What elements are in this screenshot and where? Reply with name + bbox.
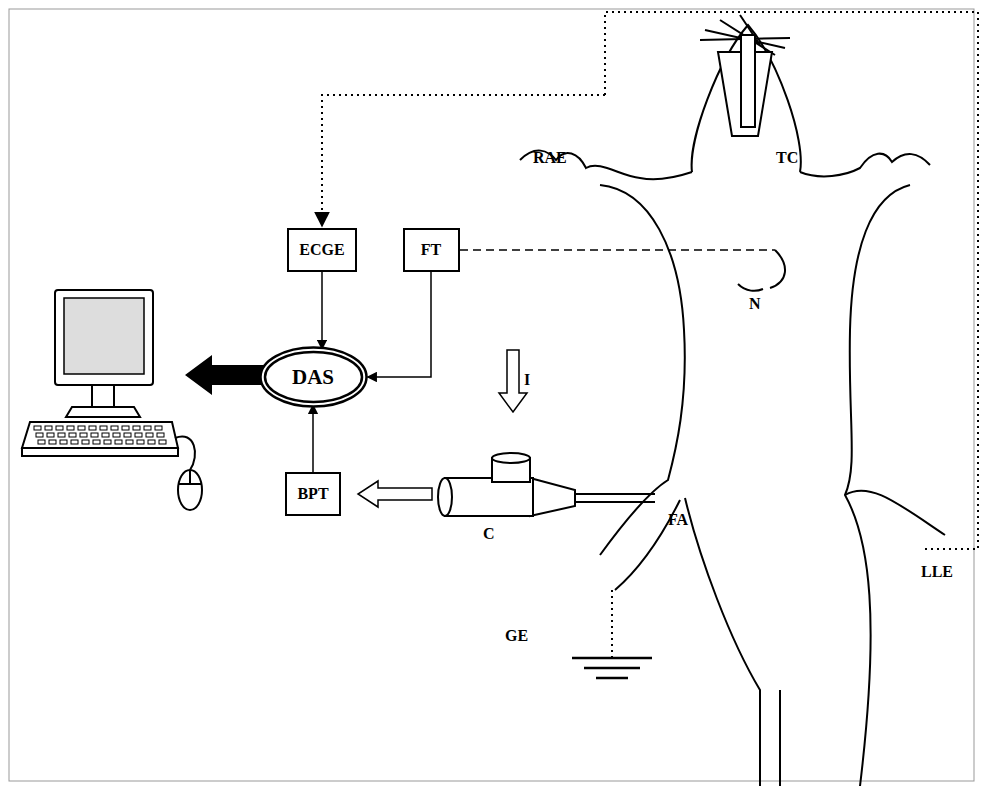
acquisition-ellipse: DAS	[259, 346, 368, 408]
injection-arrow	[499, 350, 527, 412]
ground-lead	[611, 590, 613, 657]
part-label: C	[483, 526, 495, 542]
trachea-cannula	[718, 35, 772, 136]
node-label: FT	[421, 242, 441, 258]
part-label: I	[524, 372, 530, 388]
catheter-connector	[438, 453, 655, 516]
transducer-line	[460, 249, 775, 251]
nose-thread	[738, 250, 785, 291]
part-label: FA	[668, 512, 688, 528]
keyboard-keys	[34, 426, 166, 444]
output-arrow	[185, 355, 265, 395]
part-label: RAE	[533, 150, 567, 166]
part-label: N	[749, 296, 761, 312]
device-box: FT	[403, 228, 460, 272]
node-label: BPT	[297, 486, 328, 502]
pressure-arrow	[358, 481, 432, 507]
signal-arrow	[321, 272, 323, 349]
signal-arrow	[368, 272, 432, 377]
device-box: ECGE	[287, 228, 357, 272]
device-box: BPT	[285, 472, 341, 516]
computer	[22, 290, 202, 510]
node-label: ECGE	[299, 242, 344, 258]
signal-arrow	[312, 405, 314, 472]
ground-symbol	[572, 658, 652, 678]
part-label: LLE	[921, 564, 953, 580]
ecg-lead	[322, 95, 605, 226]
node-label: DAS	[292, 367, 334, 388]
part-label: TC	[776, 150, 798, 166]
ecg-lead	[605, 12, 978, 549]
rat-outline	[520, 15, 945, 786]
frame	[9, 9, 974, 781]
part-label: GE	[505, 628, 528, 644]
